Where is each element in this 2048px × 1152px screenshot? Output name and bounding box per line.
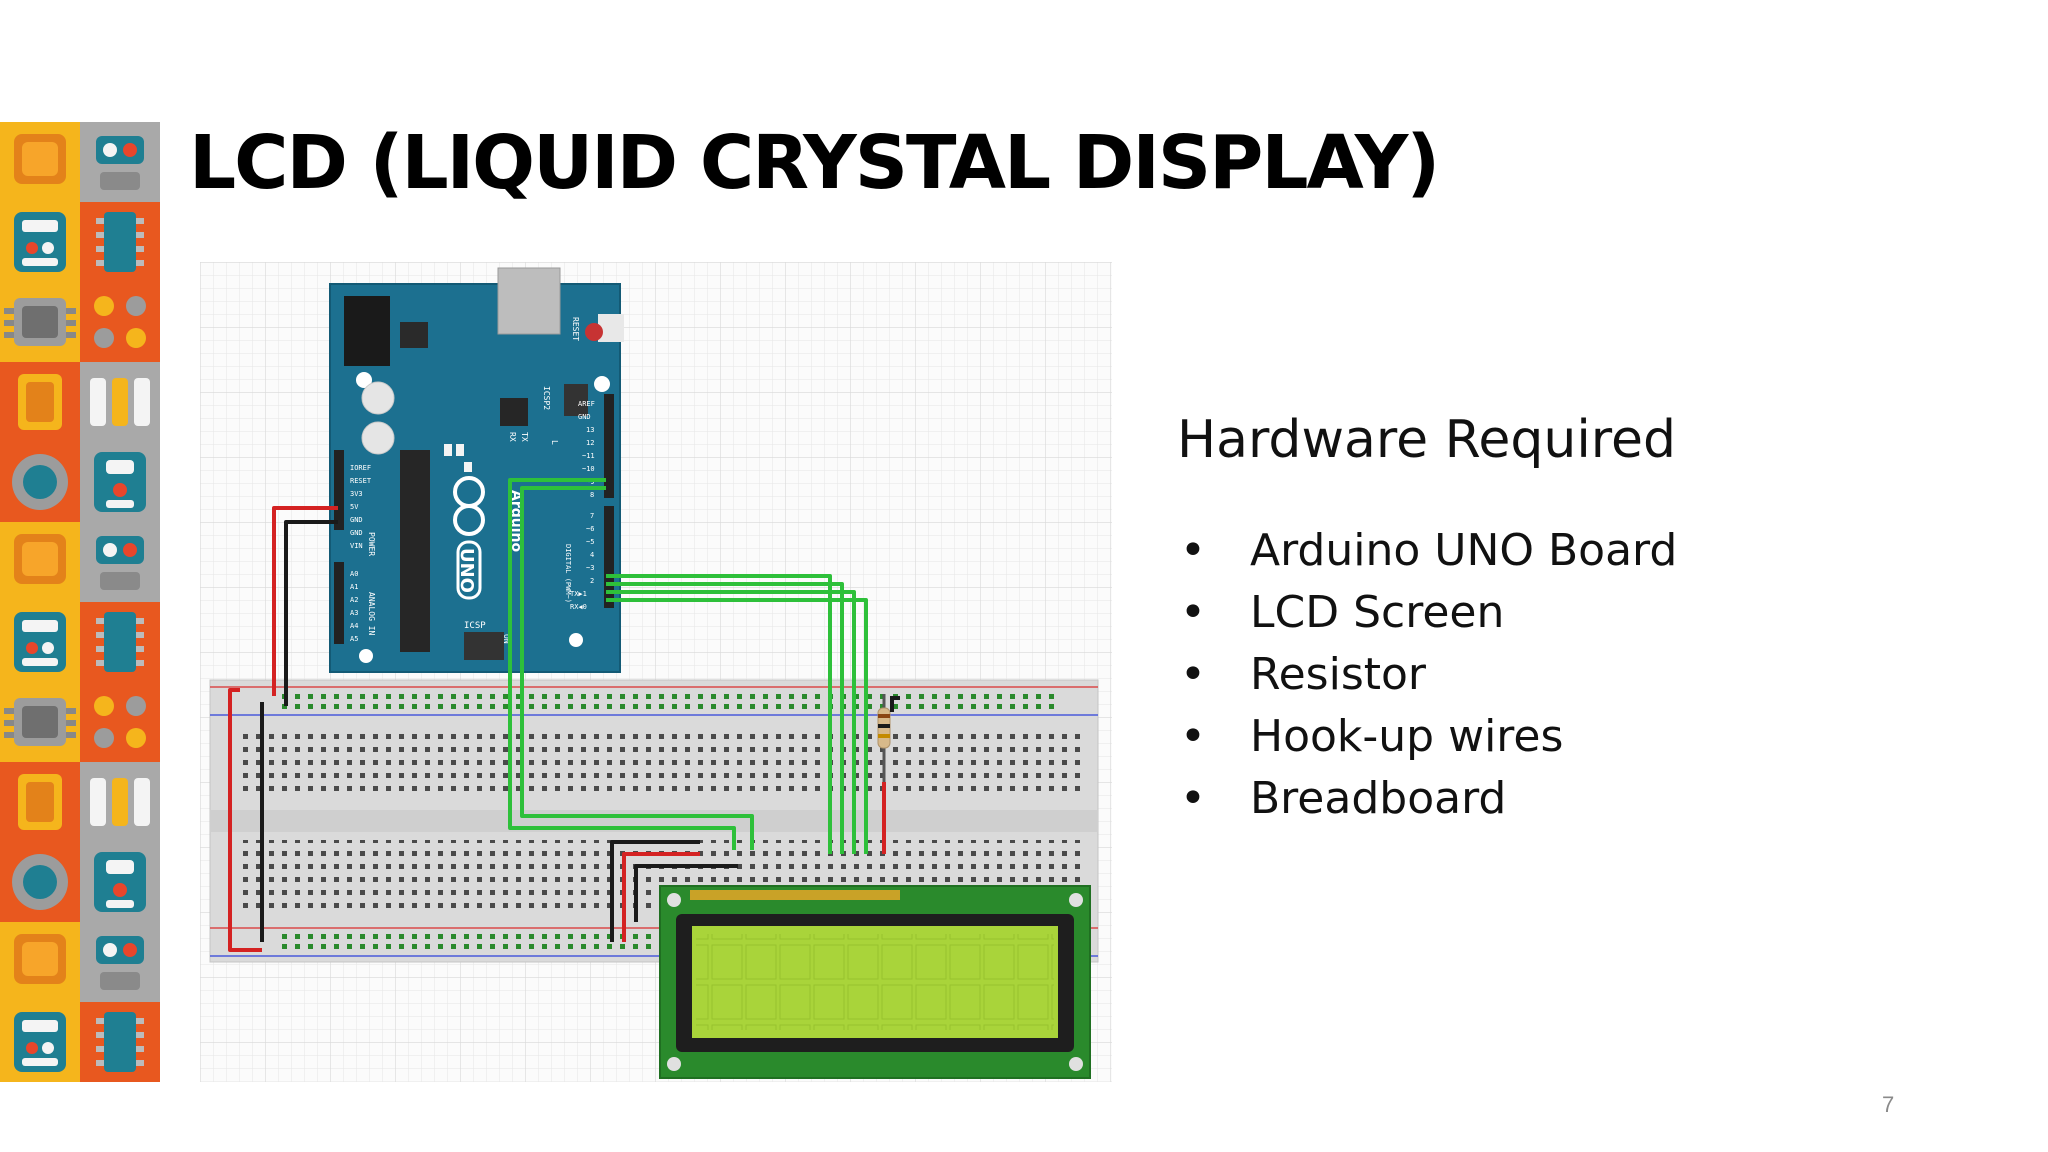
usb-connector <box>497 267 561 335</box>
slide-title: LCD (LIQUID CRYSTAL DISPLAY) <box>189 120 1440 206</box>
digital-pin-label: ~10 <box>582 465 595 473</box>
decorative-component-strip <box>0 122 160 1082</box>
digital-pin-label: GND <box>578 413 591 421</box>
digital-pin-label: RX◀0 <box>570 603 587 611</box>
resistor <box>877 694 900 854</box>
icsp-label: ICSP <box>464 621 486 631</box>
digital-pin-label: 8 <box>590 491 594 499</box>
hardware-item-label: Arduino UNO Board <box>1250 525 1678 576</box>
digital-pin-label: ~3 <box>586 564 594 572</box>
analog-section-label: ANALOG IN <box>367 592 376 636</box>
digital-pin-label: ~5 <box>586 538 594 546</box>
hardware-item-label: LCD Screen <box>1250 587 1505 638</box>
digital-header-bottom <box>604 506 614 608</box>
lcd-module <box>659 885 1091 1079</box>
power-pin-label: GND <box>350 516 363 524</box>
digital-header-top <box>604 394 614 498</box>
reset-label: RESET <box>571 317 580 341</box>
power-pin-label: GND <box>350 529 363 537</box>
analog-pin-label: A1 <box>350 583 358 591</box>
analog-pin-label: A5 <box>350 635 358 643</box>
microcontroller-chip <box>400 450 430 652</box>
reset-button <box>585 323 603 341</box>
lcd-wires <box>610 840 738 942</box>
l-led-label: L <box>550 440 559 445</box>
digital-pin-label: 12 <box>586 439 594 447</box>
hardware-required-heading: Hardware Required <box>1177 410 1677 470</box>
bullet-icon: • <box>1180 649 1206 700</box>
analog-header <box>334 562 344 644</box>
uno-model-label: UNO <box>456 548 477 593</box>
page-number: 7 <box>1882 1092 1895 1117</box>
on-led-label: ON <box>502 634 511 644</box>
circuit-diagram: Arduino UNO RESET ICSP2 ICSP TX RX L ON … <box>200 262 1112 1082</box>
power-wires <box>228 506 338 952</box>
analog-pin-label: A0 <box>350 570 358 578</box>
digital-pin-label: AREF <box>578 400 595 408</box>
power-pin-label: 3V3 <box>350 490 363 498</box>
digital-pin-label: ~6 <box>586 525 594 533</box>
digital-pin-label: 13 <box>586 426 594 434</box>
arduino-uno-board: Arduino UNO RESET ICSP2 ICSP TX RX L ON … <box>329 267 624 673</box>
bullet-icon: • <box>1180 711 1206 762</box>
bullet-icon: • <box>1180 525 1206 576</box>
bullet-icon: • <box>1180 773 1206 824</box>
power-header <box>334 450 344 530</box>
power-section-label: POWER <box>367 532 376 556</box>
tx-label: TX <box>520 432 529 442</box>
digital-pin-label: ~11 <box>582 452 595 460</box>
power-pin-label: IOREF <box>350 464 371 472</box>
hardware-item-label: Resistor <box>1250 649 1426 700</box>
bullet-icon: • <box>1180 587 1206 638</box>
power-jack <box>344 296 390 366</box>
digital-pin-label: 4 <box>590 551 594 559</box>
digital-pin-label: 2 <box>590 577 594 585</box>
analog-pin-label: A2 <box>350 596 358 604</box>
power-pin-label: RESET <box>350 477 372 485</box>
digital-pin-label: 7 <box>590 512 594 520</box>
analog-pin-label: A3 <box>350 609 358 617</box>
power-pin-label: VIN <box>350 542 363 550</box>
digital-section-label: DIGITAL (PWM~) <box>564 544 572 603</box>
digital-pin-label: TX▶1 <box>570 590 587 598</box>
power-pin-label: 5V <box>350 503 359 511</box>
breadboard <box>209 679 1099 963</box>
hardware-item-label: Hook-up wires <box>1250 711 1564 762</box>
signal-wires <box>508 478 868 854</box>
hardware-item-label: Breadboard <box>1250 773 1507 824</box>
icsp2-label: ICSP2 <box>542 386 551 410</box>
rx-label: RX <box>508 432 517 442</box>
analog-pin-label: A4 <box>350 622 358 630</box>
